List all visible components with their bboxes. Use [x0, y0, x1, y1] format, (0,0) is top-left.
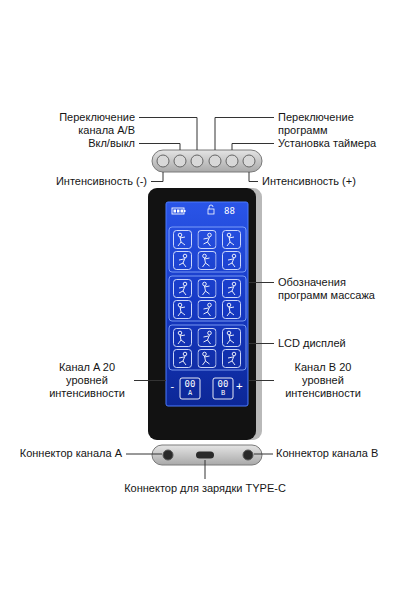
connector-strip — [152, 445, 262, 465]
button-label: Переключение канала A/B — [45, 111, 135, 137]
button-label: Переключение программ — [278, 111, 373, 137]
button-label: Вкл/выкл — [45, 137, 135, 150]
callout-label: Обозначения программ массажа — [278, 276, 393, 302]
connector-label: Коннектор канала B — [276, 447, 396, 460]
leader-lines — [126, 118, 274, 480]
plus-sign: + — [236, 381, 246, 393]
button-strip — [152, 150, 262, 172]
button-label: Интенсивность (+) — [262, 175, 392, 188]
channel-letter: A — [180, 389, 200, 398]
callout-label: LCD дисплей — [278, 337, 388, 350]
channel-label: Канал A 20 уровней интенсивности — [43, 361, 131, 400]
level-digits: 00 — [213, 379, 233, 389]
channel-label: Канал B 20 уровней интенсивности — [279, 361, 367, 400]
device-body — [148, 188, 262, 440]
timer-digits: 88 — [224, 206, 244, 216]
button-label: Установка таймера — [278, 137, 396, 150]
button-label: Интенсивность (-) — [27, 175, 147, 188]
connector-label: Коннектор канала A — [4, 447, 122, 460]
level-digits: 00 — [180, 379, 200, 389]
minus-sign: - — [169, 381, 178, 393]
channel-letter: B — [213, 389, 233, 398]
connector-label: Коннектор для зарядки TYPE-C — [95, 482, 315, 495]
lcd-contents — [169, 205, 246, 399]
